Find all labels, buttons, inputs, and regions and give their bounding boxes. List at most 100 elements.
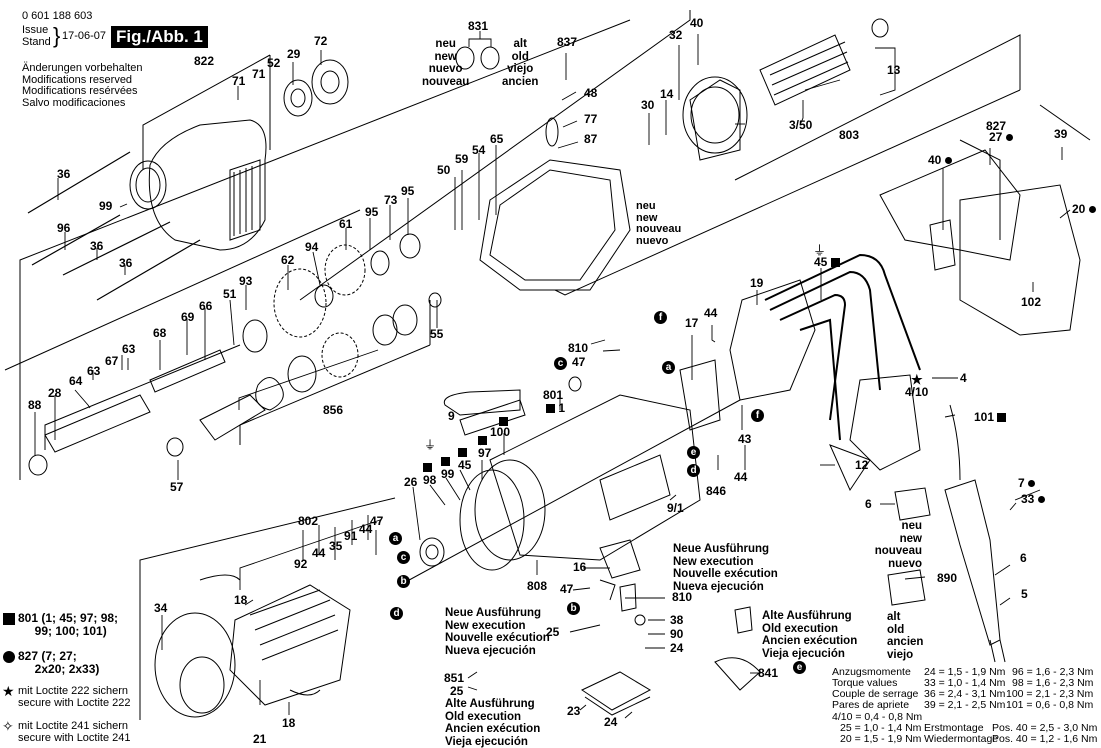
connector-c-marker: c [554,357,567,370]
callout-65: 65 [490,133,503,146]
cables [765,255,920,440]
callout-102: 102 [1021,296,1041,309]
torque-value: 101 = 0,6 - 0,8 Nm [1006,700,1093,712]
callout-71-b: 71 [252,68,265,81]
callout-24-b: 24 [604,716,617,729]
callout-27-number: 27 [989,130,1002,144]
callout-35: 35 [329,540,342,553]
screws-36 [28,152,200,300]
callout-63-b: 63 [122,343,135,356]
callout-808: 808 [527,580,547,593]
callout-71: 71 [232,75,245,88]
seal-old-fr: ancien [502,76,538,89]
callout-45-top: 45 [814,256,840,269]
callout-45-number: 45 [458,458,471,472]
square-kit-marker-icon [458,448,467,457]
callout-7: 7 [1018,477,1035,490]
old-execution-right-es: Vieja ejecución [762,648,857,661]
square-kit-legend: 801 (1; 45; 97; 98; 99; 100; 101) [18,612,118,638]
callout-26: 26 [404,476,417,489]
callout-87: 87 [584,133,597,146]
callout-95-b: 95 [401,185,414,198]
modifications-es: Salvo modificaciones [22,98,142,110]
connector-c-marker-stator: c [397,551,410,564]
callout-890: 890 [937,572,957,585]
callout-47-c: 47 [560,583,573,596]
callout-45: 45 [458,446,471,472]
circle-kit-legend-icon [3,651,15,663]
callout-12: 12 [855,459,868,472]
callout-47: 47 [572,356,585,369]
seal-new-en: new [422,51,469,64]
callout-6-b: 6 [1020,552,1027,565]
callout-50: 50 [437,164,450,177]
callout-62: 62 [281,254,294,267]
callout-856: 856 [323,404,343,417]
new-execution-right-fr: Nouvelle exécution [673,568,778,581]
callout-48: 48 [584,87,597,100]
callout-19: 19 [750,277,763,290]
callout-33-number: 33 [1021,492,1034,506]
callout-23: 23 [567,705,580,718]
circle-kit-marker-icon [1089,206,1096,213]
old-execution-right-en: Old execution [762,623,857,636]
connector-b-marker: b [567,602,580,615]
callout-72: 72 [314,35,327,48]
brush-new-en: new [880,533,922,546]
connector-f-marker-switch: f [751,409,764,422]
callout-30: 30 [641,99,654,112]
modifications-notice: Änderungen vorbehalten Modifications res… [22,63,142,109]
callout-59: 59 [455,153,468,166]
brush-new-fr: nouveau [870,545,922,558]
callout-16: 16 [573,561,586,574]
old-execution-left-es: Vieja ejecución [445,736,540,748]
bearing-new-de: neu [636,201,681,213]
issue-date: 17-06-07 [62,31,106,42]
callout-97-number: 97 [478,446,491,460]
callout-54: 54 [472,144,485,157]
square-kit-marker-icon [423,463,432,472]
gears [243,234,441,410]
callout-1: 1 [546,402,565,415]
brush-old-de: alt [887,611,923,624]
callout-43: 43 [738,433,751,446]
callout-3-50: 3/50 [789,119,812,132]
callout-9: 9 [448,410,455,423]
callout-4: 4 [960,372,967,385]
callout-100: 100 [490,426,510,439]
motor-housing [420,395,700,570]
callout-95: 95 [365,206,378,219]
callout-1-number: 1 [558,401,565,415]
seal-new-fr: nouveau [422,76,469,89]
new-execution-right-de: Neue Ausführung [673,543,778,556]
old-execution-left-de: Alte Ausführung [445,698,540,711]
callout-77: 77 [584,113,597,126]
bearing-new-fr: nouveau [636,224,681,236]
square-kit-marker-icon [997,413,1006,422]
callout-810: 810 [568,342,588,355]
square-kit-marker-icon [546,404,555,413]
callout-91: 91 [344,530,357,543]
callout-52: 52 [267,57,280,70]
callout-44-d: 44 [312,547,325,560]
brush-new-es: nuevo [880,558,922,571]
connector-a-marker-stator: a [389,532,402,545]
callout-18: 18 [234,594,247,607]
callout-36-c: 36 [119,257,132,270]
new-execution-right-en: New execution [673,556,778,569]
connector-d-marker: d [687,464,700,477]
callout-17: 17 [685,317,698,330]
callout-841: 841 [758,667,778,680]
callout-96: 96 [57,222,70,235]
seal-old-es: viejo [502,63,538,76]
armature [683,35,850,160]
callout-98-number: 98 [423,473,436,487]
new-execution-left-es: Nueva ejecución [445,645,550,658]
callout-4-10: 4/10 [905,386,928,399]
callout-36-b: 36 [90,240,103,253]
callout-24: 24 [670,642,683,655]
bearing-new-es: nuevo [636,236,681,248]
circle-kit-legend: 827 (7; 27; 2x20; 2x33) [18,650,99,676]
